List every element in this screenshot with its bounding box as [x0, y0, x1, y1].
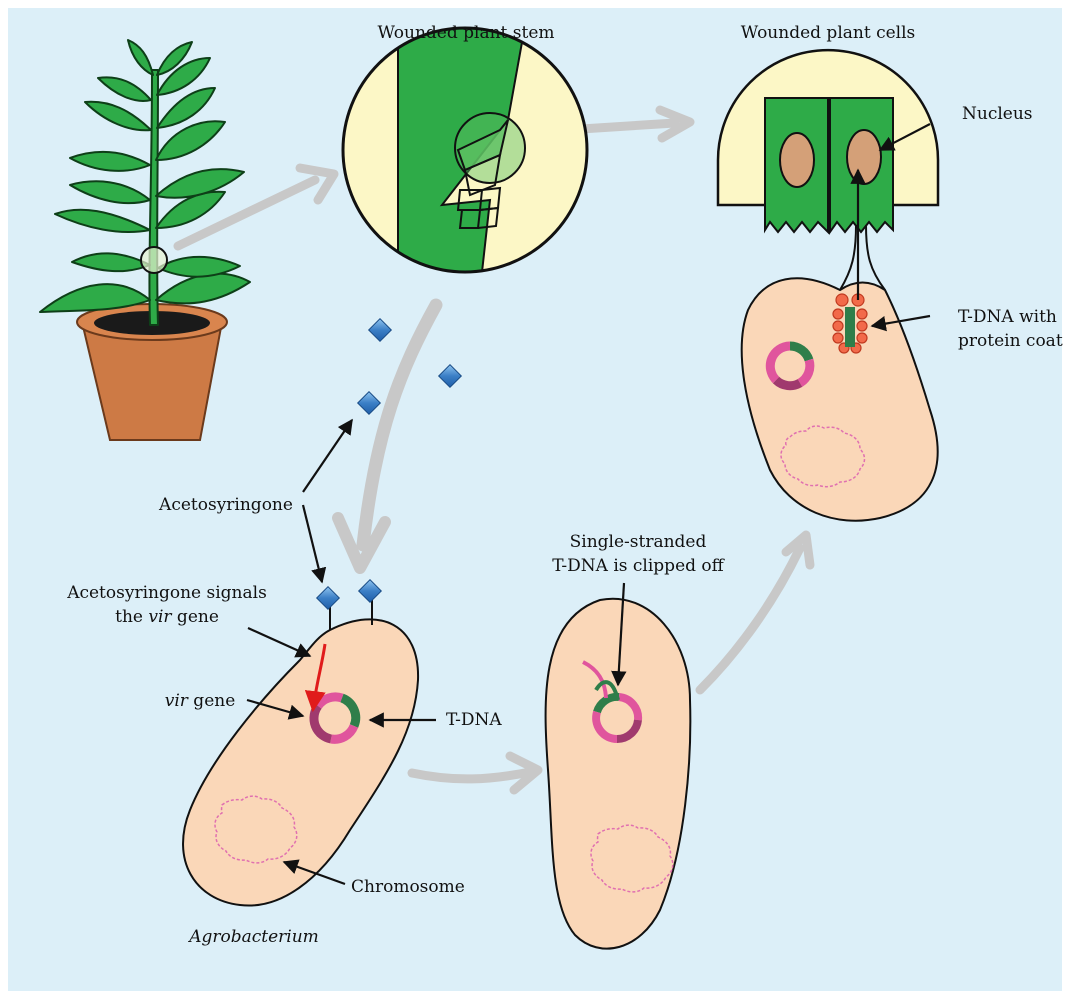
label-nucleus: Nucleus: [962, 104, 1033, 124]
plant-cell-nucleus: [780, 133, 814, 187]
label-single-line1: Single-stranded: [570, 532, 707, 552]
label-chromosome: Chromosome: [351, 877, 465, 897]
label-wounded-cells: Wounded plant cells: [741, 23, 916, 43]
wound-highlight-circle: [141, 247, 167, 273]
label-tdna: T-DNA: [446, 710, 502, 730]
target-nucleus: [847, 130, 881, 184]
label-tdna-coat-line1: T-DNA with: [958, 307, 1057, 327]
label-single-line2: T-DNA is clipped off: [552, 556, 725, 576]
label-signals-line1: Acetosyringone signals: [66, 583, 267, 603]
label-acetosyringone: Acetosyringone: [158, 495, 293, 515]
label-tdna-coat-line2: protein coat: [958, 331, 1063, 351]
label-wounded-stem: Wounded plant stem: [377, 23, 554, 43]
label-signals-line2: the vir gene: [115, 607, 219, 627]
label-agrobacterium: Agrobacterium: [187, 927, 319, 947]
label-vir-gene: vir gene: [165, 691, 236, 711]
